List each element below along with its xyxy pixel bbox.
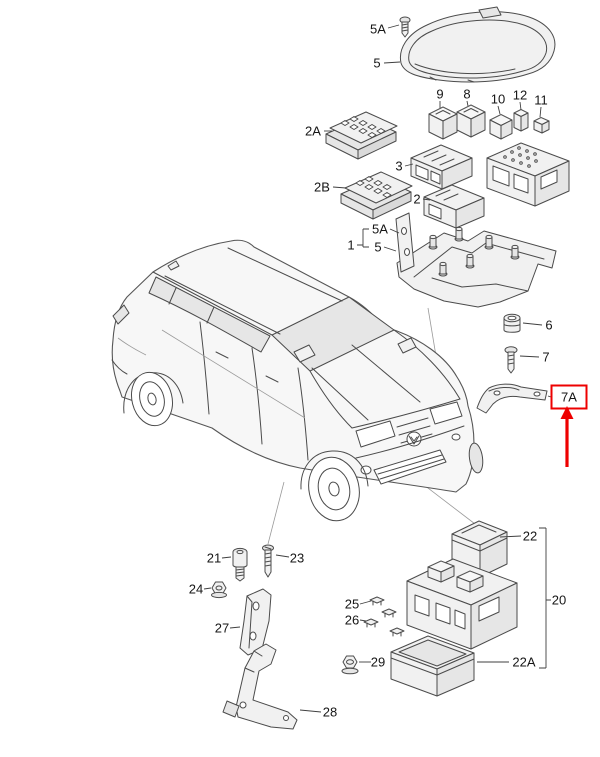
roof-antenna xyxy=(167,260,180,271)
part-7A-bracket xyxy=(476,383,548,414)
part-callout-21[interactable]: 21 xyxy=(207,551,221,566)
upper-assembly xyxy=(325,6,570,414)
part-ebox xyxy=(486,142,570,207)
leader-line-2 xyxy=(422,198,431,201)
part-callout-22[interactable]: 22 xyxy=(523,529,537,544)
leader-line-11 xyxy=(539,106,542,118)
part-callout-3[interactable]: 3 xyxy=(395,159,402,174)
leader-line-23 xyxy=(275,554,290,558)
leader-line-3 xyxy=(404,163,414,167)
part-22A-tray xyxy=(390,635,475,697)
part-callout-5-bracket[interactable]: 5 xyxy=(374,240,381,255)
highlight-arrow-head xyxy=(560,406,574,419)
part-callout-7A[interactable]: 7A xyxy=(561,390,577,405)
leader-line-28 xyxy=(299,709,322,713)
part-6-bushing xyxy=(503,313,521,333)
part-callout-12[interactable]: 12 xyxy=(513,88,527,103)
part-callout-1[interactable]: 1 xyxy=(347,238,354,253)
highlight-box xyxy=(550,384,588,410)
part-callout-2A[interactable]: 2A xyxy=(305,124,321,139)
part-24-nut xyxy=(211,581,227,599)
group-bracket-1 xyxy=(357,228,369,248)
front-wheel xyxy=(308,456,360,522)
brand-emblem xyxy=(406,431,422,447)
leader-line-5A-bracket xyxy=(389,228,400,234)
part-5-cover xyxy=(399,6,556,83)
part-2B-fuse-plate xyxy=(340,171,413,220)
part-28-bracket xyxy=(222,643,298,730)
rear-wheel xyxy=(131,371,173,427)
leader-line-25 xyxy=(359,600,372,605)
group-bracket-20 xyxy=(539,527,551,669)
leader-line-12 xyxy=(519,101,522,111)
part-callout-5A-cover-screw[interactable]: 5A xyxy=(370,22,386,37)
taillight xyxy=(112,304,130,325)
headlight-left xyxy=(355,420,396,448)
leader-line-5-bracket xyxy=(383,246,397,252)
part-callout-20[interactable]: 20 xyxy=(552,593,566,608)
bracket-studs xyxy=(428,226,520,277)
part-2-relay-carrier xyxy=(423,184,485,229)
part-callout-29[interactable]: 29 xyxy=(371,655,385,670)
part-12-relay xyxy=(513,108,529,132)
part-callout-28[interactable]: 28 xyxy=(323,705,337,720)
part-9-relay xyxy=(428,106,458,140)
part-3-relay-carrier xyxy=(410,144,473,190)
part-10-relay xyxy=(489,113,513,140)
part-callout-25[interactable]: 25 xyxy=(345,597,359,612)
part-5A-screw xyxy=(399,16,411,38)
part-callout-27[interactable]: 27 xyxy=(215,621,229,636)
part-callout-7[interactable]: 7 xyxy=(542,350,549,365)
highlight-annotations xyxy=(550,384,588,467)
part-callout-24[interactable]: 24 xyxy=(189,582,203,597)
leader-line-24 xyxy=(203,587,212,590)
part-callout-5-cover[interactable]: 5 xyxy=(373,56,380,71)
leader-line-7 xyxy=(519,355,540,358)
part-callout-8[interactable]: 8 xyxy=(463,87,470,102)
part-callout-10[interactable]: 10 xyxy=(491,92,505,107)
lower-assembly xyxy=(211,520,518,730)
leader-line-6 xyxy=(522,322,543,326)
part-27-bracket xyxy=(239,588,272,656)
part-7-screw xyxy=(504,346,518,374)
part-callout-5A-bracket[interactable]: 5A xyxy=(372,222,388,237)
part-callout-2B[interactable]: 2B xyxy=(314,180,330,195)
part-callout-23[interactable]: 23 xyxy=(290,551,304,566)
leader-line-5-cover xyxy=(383,61,401,64)
part-callout-2[interactable]: 2 xyxy=(413,192,420,207)
part-callout-26[interactable]: 26 xyxy=(345,613,359,628)
headlight-right xyxy=(429,401,463,425)
leader-line-21 xyxy=(221,556,232,559)
part-callout-9[interactable]: 9 xyxy=(436,87,443,102)
part-25-26-fuses xyxy=(363,596,405,637)
part-29-nut xyxy=(341,655,359,675)
side-mirror xyxy=(293,344,316,363)
part-20-holder xyxy=(406,558,518,650)
part-callout-22A[interactable]: 22A xyxy=(512,655,535,670)
leader-line-27 xyxy=(229,626,241,629)
far-front-wheel xyxy=(468,442,484,474)
part-callout-11[interactable]: 11 xyxy=(534,93,548,108)
leader-line-8 xyxy=(466,100,469,107)
vehicle-illustration xyxy=(111,239,484,522)
leader-line-10 xyxy=(497,105,501,115)
leader-line-5A-cover-screw xyxy=(387,24,400,29)
part-8-relay xyxy=(456,104,486,138)
leader-line-2B xyxy=(332,186,347,189)
part-callout-6[interactable]: 6 xyxy=(545,318,552,333)
part-23-screw xyxy=(262,544,274,578)
leader-line-26 xyxy=(359,619,367,622)
part-21-bolt xyxy=(232,547,248,582)
part-2A-fuse-plate xyxy=(325,111,398,160)
group-brackets xyxy=(357,228,551,669)
part-1-mounting-bracket xyxy=(395,212,557,308)
part-11-fuse xyxy=(533,116,550,134)
side-windows xyxy=(148,276,271,353)
leader-line-22 xyxy=(499,535,522,538)
